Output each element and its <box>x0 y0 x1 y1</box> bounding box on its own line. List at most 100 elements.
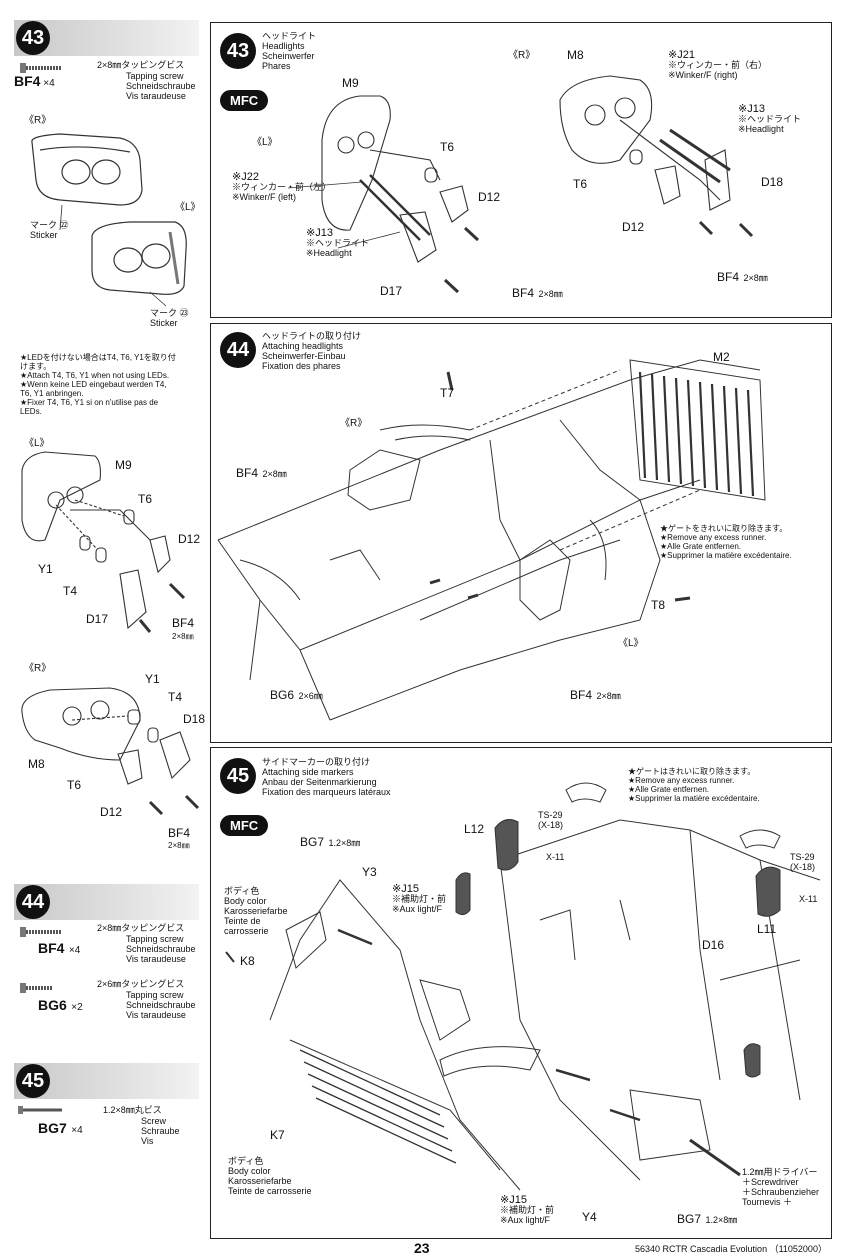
label-m8: M8 <box>567 48 584 62</box>
label-d12: D12 <box>100 805 123 819</box>
label-k8: K8 <box>240 954 255 968</box>
label-t6: T6 <box>440 140 455 154</box>
label-bg7: BG7 1.2×8㎜ <box>300 835 361 849</box>
label-d12: D12 <box>178 532 201 546</box>
body-color-note: ボディ色 Body color Karosseriefarbe Teinte d… <box>224 886 288 936</box>
step-45-title: サイドマーカーの取り付け Attaching side markers Anba… <box>262 757 391 797</box>
note-j13-r: ※J13 ※ヘッドライト ※Headlight <box>738 103 802 135</box>
note-j15: ※J15 ※補助灯・前 ※Aux light/F <box>500 1194 555 1226</box>
label-t7: T7 <box>440 386 455 400</box>
sidebar-r-diagram <box>21 687 200 816</box>
paint-ts29: TS-29 (X-18) <box>790 852 816 872</box>
part-spec: 2×8㎜タッピングビス <box>97 60 185 70</box>
screw-icon <box>20 63 62 73</box>
side-l-label: 《L》 <box>175 202 201 213</box>
part-label: BG7 ×4 <box>38 1120 83 1136</box>
step-44-title: ヘッドライトの取り付け Attaching headlights Scheinw… <box>262 331 362 371</box>
headlight-l-sketch <box>91 221 187 295</box>
label-m8: M8 <box>28 757 45 771</box>
part-label: BF4 ×4 <box>14 73 55 89</box>
part-names: Tapping screw Schneidschraube Vis taraud… <box>126 934 196 964</box>
step-45-panel <box>210 747 832 1239</box>
label-t6: T6 <box>573 177 588 191</box>
label-y4: Y4 <box>582 1210 597 1224</box>
sidebar-l-diagram <box>21 451 186 633</box>
paint-x11: X-11 <box>799 894 818 904</box>
step-45-badge: 45 <box>220 758 256 794</box>
part-names: Tapping screw Schneidschraube Vis taraud… <box>126 71 196 101</box>
r-side-label: 《R》 <box>508 50 536 61</box>
step-43-badge: 43 <box>16 21 50 55</box>
label-d17: D17 <box>380 284 403 298</box>
note-j22: ※J22 ※ウィンカー・前（左） ※Winker/F (left) <box>232 171 332 203</box>
diag-r-side: 《R》 <box>24 663 52 674</box>
label-l12: L12 <box>464 822 485 836</box>
label-t6: T6 <box>138 492 153 506</box>
label-t8: T8 <box>651 598 666 612</box>
step-44-panel <box>210 323 832 743</box>
screw-icon <box>20 927 62 937</box>
label-bf4-size: 2×8㎜ <box>172 632 194 641</box>
r-side-label: 《R》 <box>340 418 368 429</box>
runner-note: ★ゲートはきれいに取り除きます。 ★Remove any excess runn… <box>628 767 760 803</box>
label-l11: L11 <box>757 922 777 936</box>
screwdriver-note: 1.2㎜用ドライバー ＋Screwdriver ＋Schraubenzieher… <box>742 1167 820 1207</box>
label-t4: T4 <box>168 690 183 704</box>
mfc-badge: MFC <box>220 815 269 836</box>
label-bf4: BF4 2×8㎜ <box>512 286 563 300</box>
diag-l-side: 《L》 <box>24 438 50 449</box>
part-spec: 1.2×8㎜丸ビス <box>103 1105 162 1115</box>
step-43-badge: 43 <box>220 33 256 69</box>
label-t4: T4 <box>63 584 78 598</box>
label-bg6: BG6 2×6㎜ <box>270 688 323 702</box>
paint-x11: X-11 <box>546 852 565 862</box>
part-spec: 2×6㎜タッピングビス <box>97 979 185 989</box>
footer-code: 56340 RCTR Cascadia Evolution （11052000） <box>635 1244 827 1254</box>
label-d12: D12 <box>478 190 501 204</box>
note-j15: ※J15 ※補助灯・前 ※Aux light/F <box>392 883 447 915</box>
label-k7: K7 <box>270 1128 285 1142</box>
label-bf4: BF4 <box>168 826 191 840</box>
label-t6: T6 <box>67 778 82 792</box>
paint-ts29: TS-29 (X-18) <box>538 810 564 830</box>
note-j13: ※J13 ※ヘッドライト ※Headlight <box>306 227 370 259</box>
label-d12: D12 <box>622 220 645 234</box>
part-label: BF4 ×4 <box>38 940 81 956</box>
label-y1: Y1 <box>145 672 160 686</box>
label-m9: M9 <box>115 458 132 472</box>
headlight-r-sketch <box>31 133 143 206</box>
label-bf4: BF4 2×8㎜ <box>717 270 768 284</box>
step-45-badge: 45 <box>16 1064 50 1098</box>
label-y3: Y3 <box>362 865 377 879</box>
part-names: Tapping screw Schneidschraube Vis taraud… <box>126 990 196 1020</box>
step-44-badge: 44 <box>16 885 50 919</box>
label-m9: M9 <box>342 76 359 90</box>
l-side-label: 《L》 <box>618 638 644 649</box>
part-names: Screw Schraube Vis <box>141 1116 180 1146</box>
runner-note: ★ゲートをきれいに取り除きます。 ★Remove any excess runn… <box>660 524 792 560</box>
label-d17: D17 <box>86 612 109 626</box>
label-d16: D16 <box>702 938 725 952</box>
label-d18: D18 <box>183 712 206 726</box>
mfc-badge: MFC <box>220 90 269 111</box>
l-side-label: 《L》 <box>252 137 278 148</box>
side-r-label: 《R》 <box>24 115 52 126</box>
label-m2: M2 <box>713 350 730 364</box>
page-number: 23 <box>414 1240 430 1256</box>
label-bf4: BF4 2×8㎜ <box>570 688 621 702</box>
label-bf4-size: 2×8㎜ <box>168 841 190 850</box>
screw-icon <box>20 983 52 993</box>
part-spec: 2×8㎜タッピングビス <box>97 923 185 933</box>
label-bg7: BG7 1.2×8㎜ <box>677 1212 738 1226</box>
screw-icon <box>18 1106 62 1114</box>
body-color-note: ボディ色 Body color Karosseriefarbe Teinte d… <box>228 1156 312 1196</box>
label-y1: Y1 <box>38 562 53 576</box>
note-j21: ※J21 ※ウィンカー・前（右） ※Winker/F (right) <box>668 49 768 81</box>
step-43-title: ヘッドライト Headlights Scheinwerfer Phares <box>262 31 317 71</box>
label-bf4: BF4 <box>172 616 195 630</box>
